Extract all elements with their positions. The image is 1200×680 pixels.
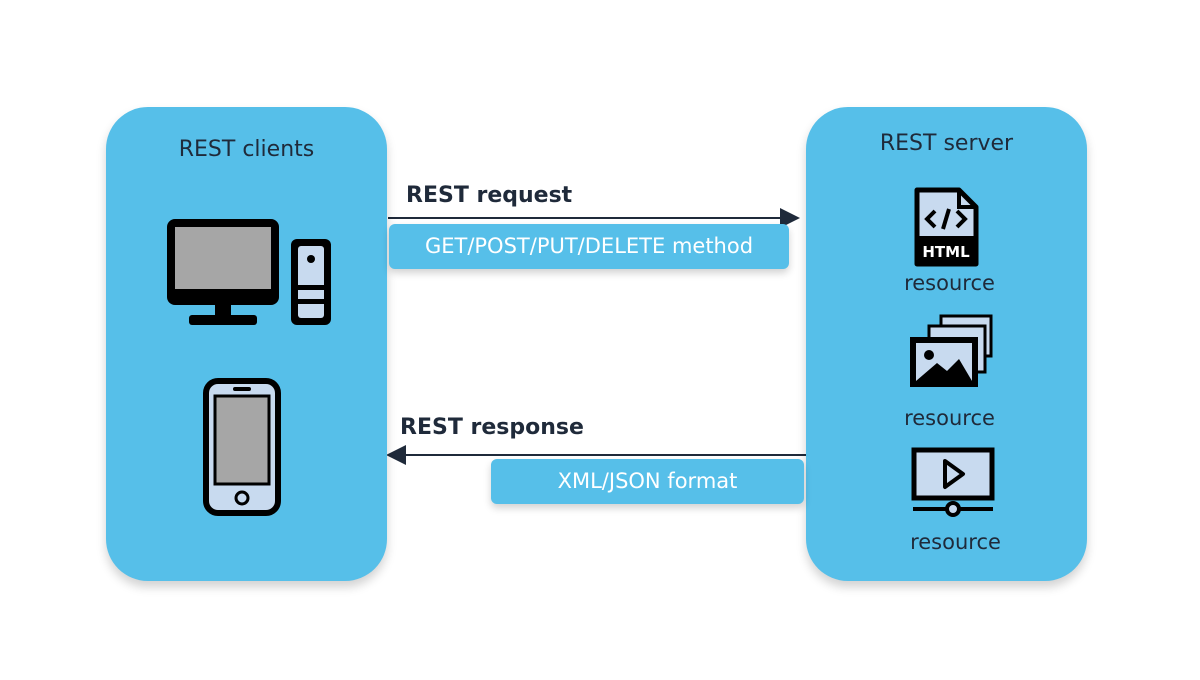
html-file-icon: HTML <box>914 187 979 267</box>
response-format-text: XML/JSON format <box>557 469 738 493</box>
request-method-pill: GET/POST/PUT/DELETE method <box>389 224 789 269</box>
resource-label-1: resource <box>904 271 995 295</box>
resource-label-3: resource <box>910 530 1001 554</box>
image-gallery-icon <box>910 314 993 387</box>
desktop-computer-icon <box>167 219 331 325</box>
rest-request-label: REST request <box>406 183 573 208</box>
resource-label-2: resource <box>904 406 995 430</box>
request-method-text: GET/POST/PUT/DELETE method <box>424 234 754 258</box>
server-title: REST server <box>879 131 1014 156</box>
smartphone-icon <box>203 378 281 516</box>
rest-clients-panel: REST clients <box>106 107 387 581</box>
clients-title: REST clients <box>178 137 315 162</box>
response-format-pill: XML/JSON format <box>491 459 804 504</box>
svg-text:HTML: HTML <box>922 243 970 261</box>
rest-response-label: REST response <box>400 415 584 440</box>
rest-server-panel: REST server HTML resource resource resou… <box>806 107 1087 581</box>
video-player-icon <box>911 447 995 517</box>
